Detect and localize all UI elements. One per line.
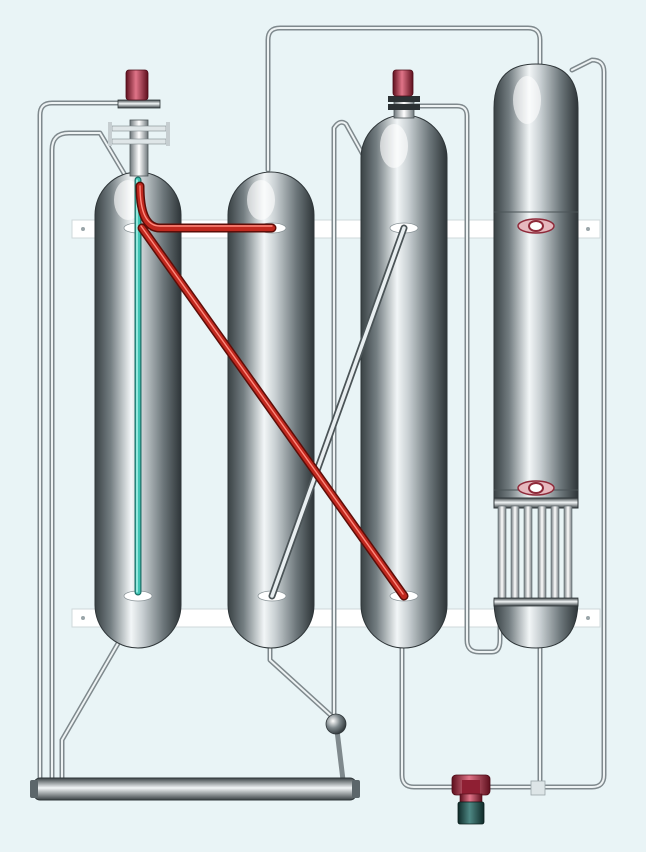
beam-bolt bbox=[586, 616, 590, 620]
vessel3-overhead-pipe-highlight bbox=[415, 105, 501, 653]
beam-bolt bbox=[81, 616, 85, 620]
sight-glass-upper bbox=[517, 218, 555, 234]
hot-feed-pipe bbox=[137, 223, 409, 601]
cold-dip-tube bbox=[134, 176, 142, 596]
vessel-1-relief-valve-cap bbox=[125, 69, 149, 101]
vessel-4-bottom-head bbox=[493, 597, 579, 649]
vessel1-bottom-pipe bbox=[59, 637, 123, 783]
vessel1-bottom-pipe-highlight bbox=[61, 639, 121, 781]
left-inner-return-pipe-highlight bbox=[51, 132, 129, 781]
vessel-4[interactable] bbox=[493, 63, 579, 501]
right-side-pipe-highlight bbox=[539, 59, 605, 788]
beam-bolt bbox=[81, 227, 85, 231]
vessel2-bottom-pipe bbox=[267, 637, 339, 723]
vessel-3-top-nozzle bbox=[388, 96, 420, 119]
vessel-3-relief-valve-cap bbox=[392, 69, 414, 97]
pipe-coupling bbox=[530, 780, 546, 796]
bottom-header-pipe bbox=[30, 777, 360, 801]
circulation-pump[interactable] bbox=[451, 774, 491, 825]
pump-suction-pipe-highlight bbox=[401, 639, 456, 788]
vessel-3[interactable] bbox=[360, 114, 448, 649]
pump-suction-pipe bbox=[399, 637, 458, 790]
vessel3-inlet-pipe-highlight bbox=[333, 121, 367, 721]
left-outer-return-pipe-highlight bbox=[39, 102, 129, 781]
vessel-1-top-nozzle bbox=[108, 99, 170, 177]
hot-transfer-pipe bbox=[135, 181, 277, 233]
ball-valve[interactable] bbox=[325, 713, 347, 735]
tube-bundle bbox=[493, 497, 579, 603]
crossover-pipe bbox=[268, 224, 408, 600]
top-overhead-pipe-highlight bbox=[267, 27, 541, 171]
sight-glass-lower bbox=[517, 480, 555, 496]
beam-bolt bbox=[586, 227, 590, 231]
